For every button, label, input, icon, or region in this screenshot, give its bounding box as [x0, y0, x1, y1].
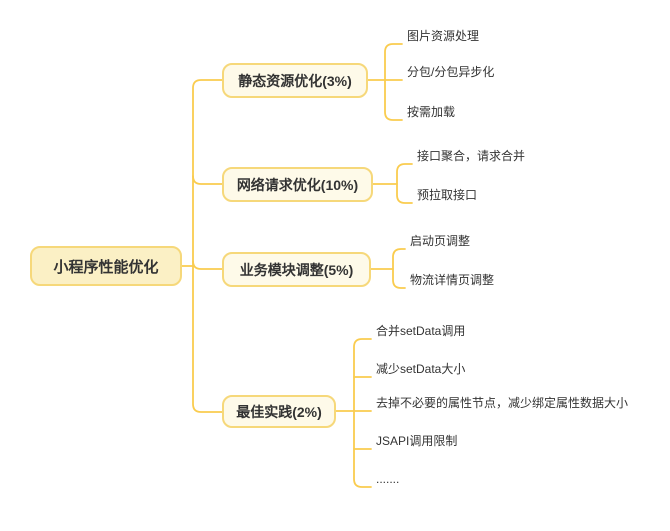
connector-branch3-children-fork [392, 248, 406, 289]
connector-branch3-elbow [192, 260, 223, 270]
leaf-node[interactable]: 图片资源处理 [407, 29, 480, 43]
root-node-label: 小程序性能优化 [53, 258, 159, 276]
leaf-node[interactable]: 合并setData调用 [376, 324, 466, 338]
leaf-node[interactable]: 去掉不必要的属性节点，减少绑定属性数据大小 [376, 396, 629, 410]
leaf-node[interactable]: 减少setData大小 [376, 362, 466, 376]
leaf-node[interactable]: 预拉取接口 [417, 188, 478, 202]
connector-branch2-children-fork [396, 163, 413, 204]
connector-branch1-children-fork [384, 43, 403, 121]
branch-node-network-requests[interactable]: 网络请求优化(10%) [222, 167, 373, 202]
branch-node-best-practices[interactable]: 最佳实践(2%) [222, 395, 336, 428]
connector-branch4-children-fork [353, 338, 372, 488]
branch-node-label: 静态资源优化(3%) [238, 72, 352, 89]
leaf-node[interactable]: ....... [376, 472, 400, 486]
branch-node-label: 网络请求优化(10%) [236, 176, 359, 193]
leaf-node[interactable]: 启动页调整 [410, 234, 471, 248]
branch-node-label: 最佳实践(2%) [236, 403, 322, 420]
leaf-node[interactable]: 按需加载 [407, 105, 456, 119]
connector-branch2-elbow [192, 175, 223, 185]
branch-node-business-modules[interactable]: 业务模块调整(5%) [222, 252, 371, 287]
root-node[interactable]: 小程序性能优化 [30, 246, 182, 286]
leaf-node[interactable]: 物流详情页调整 [410, 273, 495, 287]
branch-node-label: 业务模块调整(5%) [239, 261, 354, 278]
connector-trunk [192, 79, 223, 413]
branch-node-static-resources[interactable]: 静态资源优化(3%) [222, 63, 368, 98]
leaf-node[interactable]: JSAPI调用限制 [376, 434, 458, 448]
leaf-node[interactable]: 接口聚合，请求合并 [417, 149, 526, 163]
leaf-node[interactable]: 分包/分包异步化 [407, 65, 495, 79]
